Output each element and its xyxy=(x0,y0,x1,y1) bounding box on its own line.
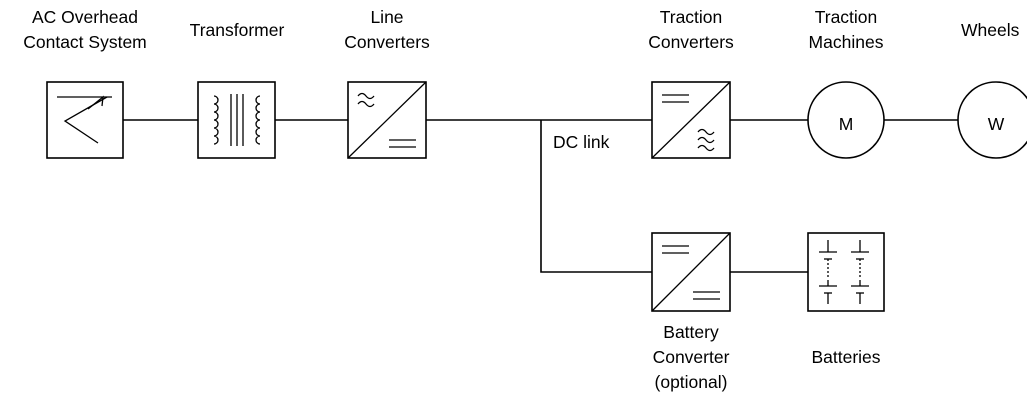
label-traction-converters-line1: Traction xyxy=(660,7,723,27)
label-ac-system-line1: AC Overhead xyxy=(32,7,138,27)
label-traction-converters-line2: Converters xyxy=(648,32,734,52)
label-battery-converter-line1: Battery xyxy=(663,322,719,342)
traction-converter-symbol xyxy=(651,81,731,159)
connection-wires xyxy=(123,119,958,273)
label-ac-system-line2: Contact System xyxy=(23,32,147,52)
label-traction-machines-line2: Machines xyxy=(809,32,884,52)
label-battery-converter-line2: Converter xyxy=(653,347,730,367)
motor-symbol: M xyxy=(807,81,885,159)
ac-overhead-contact-symbol xyxy=(46,81,124,159)
label-line-converters-line1: Line xyxy=(370,7,403,27)
wheel-letter: W xyxy=(988,114,1005,134)
batteries-symbol xyxy=(807,232,885,312)
label-dc-link: DC link xyxy=(553,132,610,152)
line-converter-symbol xyxy=(347,81,427,159)
label-traction-machines-line1: Traction xyxy=(815,7,878,27)
transformer-symbol xyxy=(197,81,276,159)
label-line-converters-line2: Converters xyxy=(344,32,430,52)
label-battery-converter-line3: (optional) xyxy=(655,372,728,392)
label-wheels: Wheels xyxy=(961,20,1020,40)
motor-letter: M xyxy=(839,114,854,134)
diagram-labels: AC Overhead Contact System Transformer L… xyxy=(23,7,1019,392)
label-batteries: Batteries xyxy=(811,347,880,367)
wheel-symbol: W xyxy=(957,81,1027,159)
wire-dc-link-branch xyxy=(540,120,652,273)
battery-converter-symbol xyxy=(651,232,731,312)
label-transformer: Transformer xyxy=(190,20,285,40)
